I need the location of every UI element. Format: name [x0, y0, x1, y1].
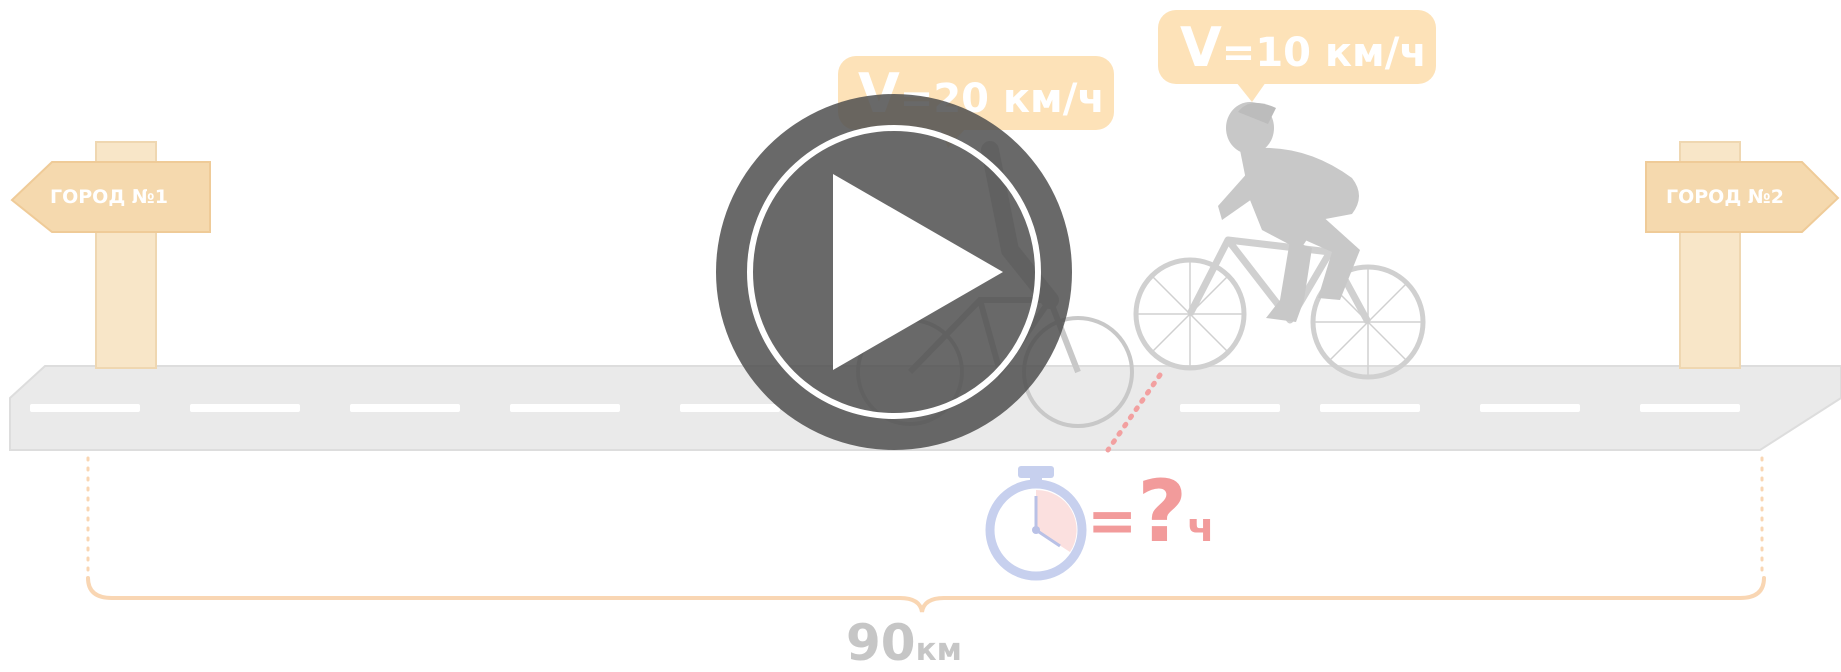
- time-question-mark: ?: [1137, 462, 1187, 562]
- time-question: =?ч: [1087, 462, 1215, 562]
- distance-bracket: [88, 458, 1764, 612]
- play-icon: [833, 174, 1003, 370]
- speed-label-2-value: =10 км/ч: [1222, 30, 1427, 76]
- sign-right-label: ГОРОД №2: [1666, 186, 1784, 208]
- time-unit: ч: [1187, 505, 1214, 551]
- distance-label: 90км: [846, 614, 962, 672]
- distance-value: 90: [846, 614, 916, 672]
- signpost-left: [12, 142, 210, 368]
- sign-left-label: ГОРОД №1: [50, 186, 168, 208]
- speed-label-2: V=10 км/ч: [1180, 16, 1427, 79]
- play-button[interactable]: [716, 94, 1072, 450]
- time-equals: =: [1087, 486, 1137, 556]
- stopwatch-icon: [990, 466, 1082, 576]
- speed-label-2-prefix: V: [1180, 16, 1222, 79]
- distance-unit: км: [916, 632, 962, 668]
- cyclist-2: [1136, 102, 1423, 377]
- signpost-right: [1646, 142, 1838, 368]
